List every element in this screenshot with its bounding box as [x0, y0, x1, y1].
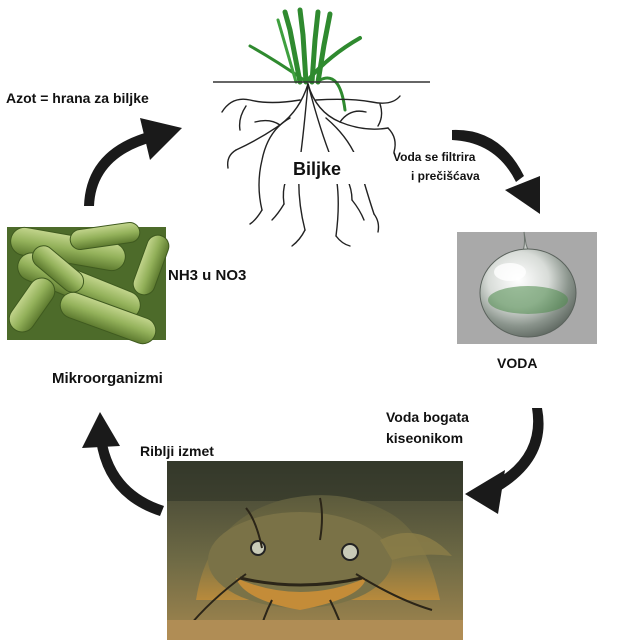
arrow-water-to-fish [465, 408, 544, 514]
label-nitrogen-food: Azot = hrana za biljke [6, 90, 149, 106]
label-nh3-no3: NH3 u NO3 [168, 267, 247, 284]
label-microorganisms: Mikroorganizmi [52, 370, 163, 387]
label-fish-waste: Riblji izmet [140, 443, 214, 459]
arrow-fish-to-microbes [82, 412, 164, 516]
arrow-microbes-to-plants [84, 118, 182, 206]
label-water-filtered-line2: i prečišćava [411, 169, 480, 183]
label-oxygen-rich-line1: Voda bogata [386, 409, 469, 425]
label-water-filtered-line1: Voda se filtrira [393, 150, 476, 164]
arrow-plants-to-water [452, 129, 540, 214]
catfish-icon [167, 461, 463, 640]
bacteria-icon [7, 222, 170, 345]
plant-roots-icon [213, 7, 430, 247]
label-plants: Biljke [293, 159, 342, 179]
water-drop-icon [457, 231, 597, 344]
cycle-arrows [82, 118, 544, 516]
label-oxygen-rich-line2: kiseonikom [386, 430, 464, 446]
label-water: VODA [497, 355, 538, 371]
